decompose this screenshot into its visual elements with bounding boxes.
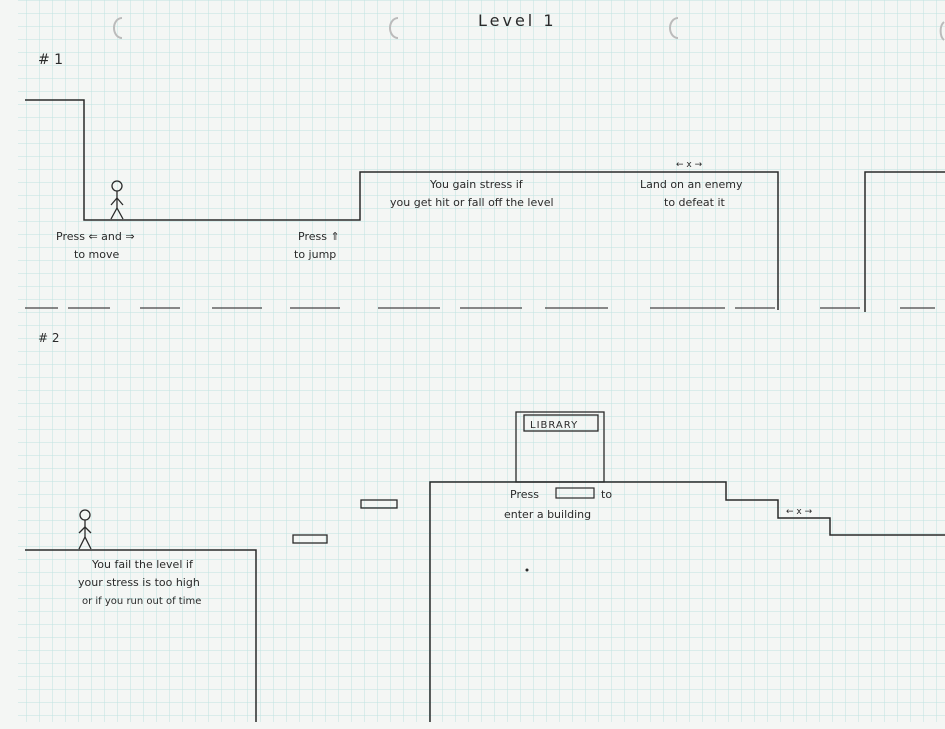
jump-hint-line1: Press ⇑ (298, 230, 340, 243)
move-hint-line1: Press ⇐ and ⇒ (56, 230, 135, 243)
section-label-1: # 1 (38, 52, 63, 68)
section-label-2: # 2 (38, 331, 60, 345)
enemy-hint-line2: to defeat it (664, 196, 726, 209)
ink-dot (526, 569, 529, 572)
stress-hint-line2: you get hit or fall off the level (390, 196, 554, 209)
move-hint-line2: to move (74, 248, 119, 261)
enter-hint-press: Press (510, 488, 539, 501)
enemy-marker-2: ← x → (786, 507, 813, 517)
page-title: Level 1 (478, 11, 557, 30)
enemy-marker-1: ← x → (676, 160, 703, 170)
fail-hint-line1: You fail the level if (91, 558, 194, 571)
jump-hint-line2: to jump (294, 248, 336, 261)
library-sign: LIBRARY (530, 420, 578, 431)
stress-hint-line1: You gain stress if (429, 178, 524, 191)
fail-hint-line2: your stress is too high (78, 576, 200, 589)
enter-hint-line2: enter a building (504, 508, 591, 521)
fail-hint-line3: or if you run out of time (82, 596, 201, 607)
graph-grid (18, 0, 945, 722)
enemy-hint-line1: Land on an enemy (640, 178, 743, 191)
enter-hint-to: to (601, 488, 612, 501)
